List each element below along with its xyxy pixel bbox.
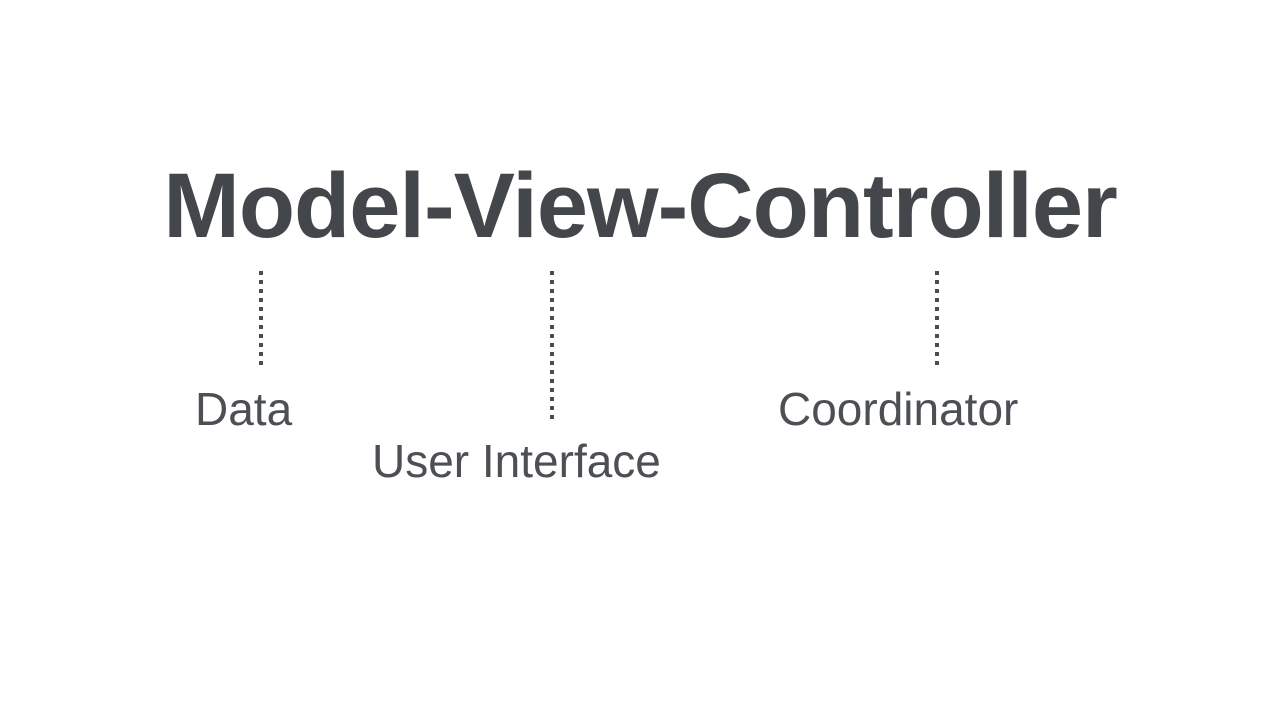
connector-line-model	[259, 271, 263, 365]
connector-line-controller	[935, 271, 939, 370]
label-controller-coordinator: Coordinator	[778, 383, 1019, 435]
page-title: Model-View-Controller	[163, 155, 1118, 257]
label-view-user-interface: User Interface	[372, 435, 661, 487]
connector-line-view	[550, 271, 554, 419]
label-model-data: Data	[195, 383, 293, 435]
